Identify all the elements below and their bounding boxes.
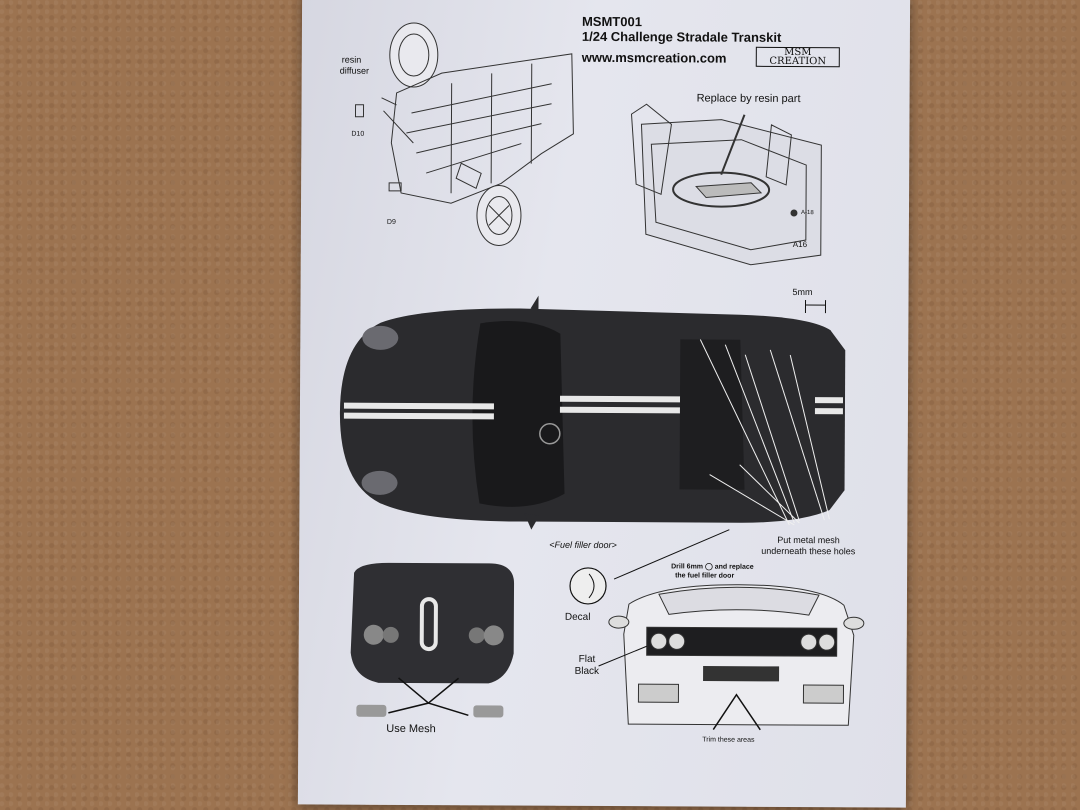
car-rear-view: [598, 584, 865, 731]
drill-note-line2: the fuel filler door: [675, 572, 735, 580]
fuel-door-leader: [613, 529, 730, 580]
part-a18-label: A-18: [800, 210, 814, 217]
msm-creation-logo: MSM CREATION: [755, 46, 840, 68]
part-d9-label: D9: [386, 218, 396, 226]
mesh-note-line2: underneath these holes: [761, 545, 856, 557]
trim-areas-label: Trim these areas: [702, 736, 755, 744]
mesh-note-line1: Put metal mesh: [777, 534, 840, 546]
car-top-view: [339, 295, 846, 530]
instruction-sheet: MSMT001 1/24 Challenge Stradale Transkit…: [297, 0, 911, 808]
decal-diagram: [569, 567, 607, 605]
diffuser-label: diffuser: [339, 65, 370, 76]
car-front-view: [350, 562, 515, 718]
decal-label: Decal: [564, 611, 591, 623]
use-mesh-label: Use Mesh: [386, 722, 436, 736]
mesh-leader-lines: [699, 339, 830, 526]
interior-tub-diagram: [630, 103, 822, 266]
website-url: www.msmcreation.com: [581, 49, 727, 66]
flat-black-line2: Black: [574, 665, 600, 677]
part-a16-label: A16: [792, 239, 808, 250]
chassis-diagram: [354, 22, 574, 246]
fuel-filler-label: <Fuel filler door>: [549, 539, 617, 551]
kit-title: 1/24 Challenge Stradale Transkit: [581, 28, 782, 45]
resin-label: resin: [341, 54, 362, 65]
replace-resin-label: Replace by resin part: [696, 92, 801, 106]
measure-5mm-label: 5mm: [792, 286, 813, 298]
part-d10-label: D10: [351, 130, 365, 138]
drill-note-line1: Drill 6mm ◯ and replace: [671, 563, 754, 571]
flat-black-line1: Flat: [578, 653, 596, 665]
kit-code: MSMT001: [581, 13, 642, 30]
sheet-illustrations: [339, 22, 865, 731]
